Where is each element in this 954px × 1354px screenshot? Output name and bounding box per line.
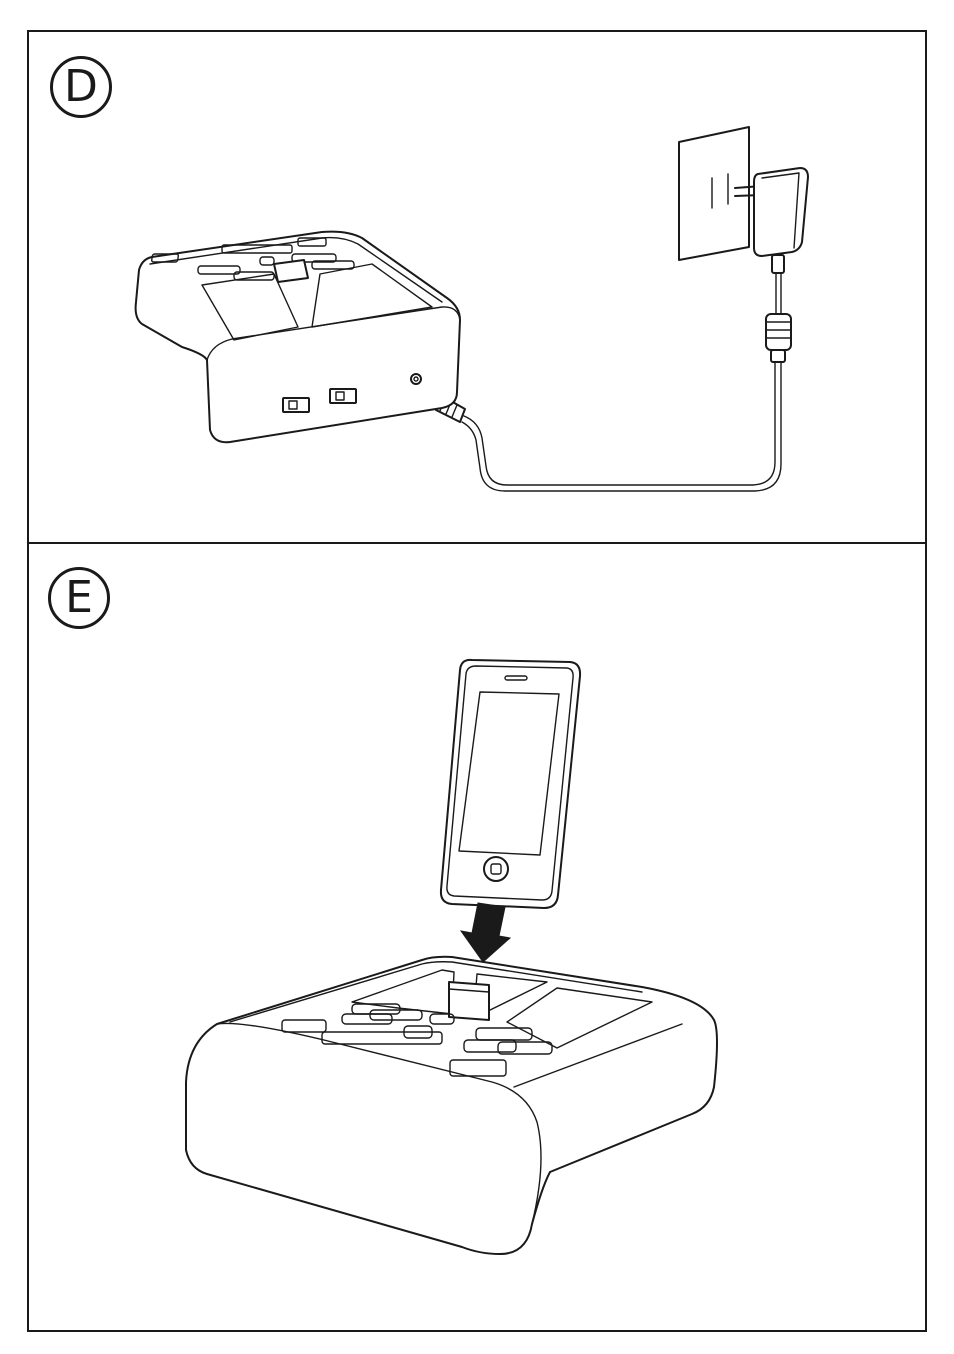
step-e-panel: E [27, 542, 927, 1332]
power-cable-icon [418, 362, 781, 491]
wall-outlet-icon [679, 127, 749, 260]
step-e-illustration [29, 544, 925, 1330]
speaker-dock-icon [136, 232, 460, 443]
speaker-dock-icon [186, 957, 717, 1254]
step-d-panel: D [27, 30, 927, 544]
smartphone-icon [441, 660, 580, 908]
step-d-illustration [29, 32, 925, 542]
down-arrow-icon [461, 903, 510, 962]
